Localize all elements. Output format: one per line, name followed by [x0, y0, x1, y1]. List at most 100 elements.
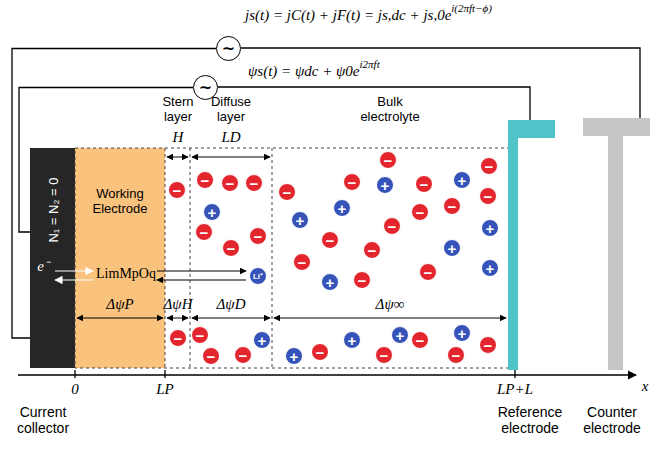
node-text: Working Electrode: [79, 186, 161, 216]
anion: −: [363, 241, 381, 259]
anion: −: [411, 331, 429, 349]
anion: −: [311, 343, 329, 361]
node-text: +: [448, 241, 457, 256]
cation: +: [443, 239, 461, 257]
anion: −: [353, 271, 371, 289]
node-text: −: [174, 331, 183, 346]
node-text: +: [290, 349, 299, 364]
node-text: −: [200, 225, 209, 240]
node-text: −: [239, 348, 248, 363]
anion: −: [419, 263, 437, 281]
node-text: −: [388, 219, 397, 234]
node-text: −: [384, 153, 393, 168]
node-text: −: [316, 345, 325, 360]
cation: +: [481, 259, 499, 277]
anion: −: [480, 157, 498, 175]
anion: −: [191, 326, 209, 344]
anion: −: [169, 329, 187, 347]
node-text: +: [486, 221, 495, 236]
label: Reference electrode: [488, 404, 572, 436]
label: Stern layer: [156, 94, 200, 124]
node-text: −: [196, 328, 205, 343]
label: Δψ∞: [376, 295, 405, 313]
anion: −: [245, 174, 263, 192]
counter-electrode-stem: [608, 136, 623, 370]
node-text: N₁ = N₂ = 0: [45, 177, 60, 242]
node-text: −: [416, 205, 425, 220]
anion: −: [221, 174, 239, 192]
node-text: ~: [222, 39, 235, 58]
region-boundaries: [75, 148, 515, 368]
node-text: −: [326, 233, 335, 248]
node-text: −: [368, 243, 377, 258]
anion: −: [379, 151, 397, 169]
reference-electrode-stem: [508, 138, 518, 370]
cation: +: [285, 347, 303, 365]
node-text: −: [358, 273, 367, 288]
node-text: LimMpOq: [93, 266, 159, 281]
current-collector: [30, 148, 75, 368]
node-text: Li⁺: [253, 269, 263, 284]
label: LP+L: [497, 380, 533, 398]
anion: −: [321, 231, 339, 249]
node-text: +: [458, 173, 467, 188]
anion: −: [278, 183, 296, 201]
node-text: −: [173, 183, 182, 198]
label: e⁻: [37, 257, 49, 275]
node-text: ~: [199, 78, 212, 97]
node-text: −: [484, 338, 493, 353]
anion: −: [411, 203, 429, 221]
anion: −: [415, 175, 433, 193]
node-text: −: [283, 185, 292, 200]
node-text: −: [254, 229, 263, 244]
cation: +: [391, 326, 409, 344]
working-electrode-fill: [75, 148, 165, 368]
node-text: +: [486, 261, 495, 276]
anion: −: [222, 239, 240, 257]
electron-arrows: [55, 271, 93, 280]
label: ΔψD: [217, 295, 246, 313]
node-text: +: [208, 205, 217, 220]
label: x: [642, 377, 649, 395]
node-text: −: [452, 348, 461, 363]
node-text: −: [424, 265, 433, 280]
anion: −: [479, 336, 497, 354]
wires: [218, 48, 640, 120]
anion: −: [195, 223, 213, 241]
anion: −: [383, 217, 401, 235]
node-text: +: [338, 201, 347, 216]
anion: −: [375, 346, 393, 364]
wire: [12, 49, 216, 339]
label: ΔψH: [164, 295, 193, 313]
cation: +: [376, 176, 394, 194]
cation: +: [203, 203, 221, 221]
label: 0: [71, 380, 79, 398]
anion: −: [343, 173, 361, 191]
label: i2πft: [360, 58, 380, 70]
node-text: −: [226, 176, 235, 191]
label: js(t) = jC(t) + jF(t) = js,dc + js,0e: [245, 6, 451, 24]
node-text: +: [326, 275, 335, 290]
label: Counter electrode: [574, 404, 650, 436]
node-text: −: [484, 189, 493, 204]
anion: −: [234, 346, 252, 364]
node-text: −: [227, 241, 236, 256]
node-text: −: [348, 175, 357, 190]
anion: −: [447, 346, 465, 364]
anion: −: [196, 171, 214, 189]
node-text: +: [348, 333, 357, 348]
anion: −: [202, 347, 220, 365]
current-collector-box: N₁ = N₂ = 0: [30, 148, 75, 368]
node-text: −: [250, 176, 259, 191]
ac-source: ~: [216, 36, 241, 61]
node-text: −: [201, 173, 210, 188]
node-text: +: [296, 213, 305, 228]
node-text: −: [380, 348, 389, 363]
label: Diffuse layer: [200, 94, 262, 124]
reference-electrode: [508, 120, 555, 138]
label: LD: [221, 128, 240, 146]
lithium-ion: Li⁺: [249, 267, 267, 285]
anion: −: [479, 187, 497, 205]
cation: +: [333, 199, 351, 217]
counter-electrode: [583, 118, 650, 136]
